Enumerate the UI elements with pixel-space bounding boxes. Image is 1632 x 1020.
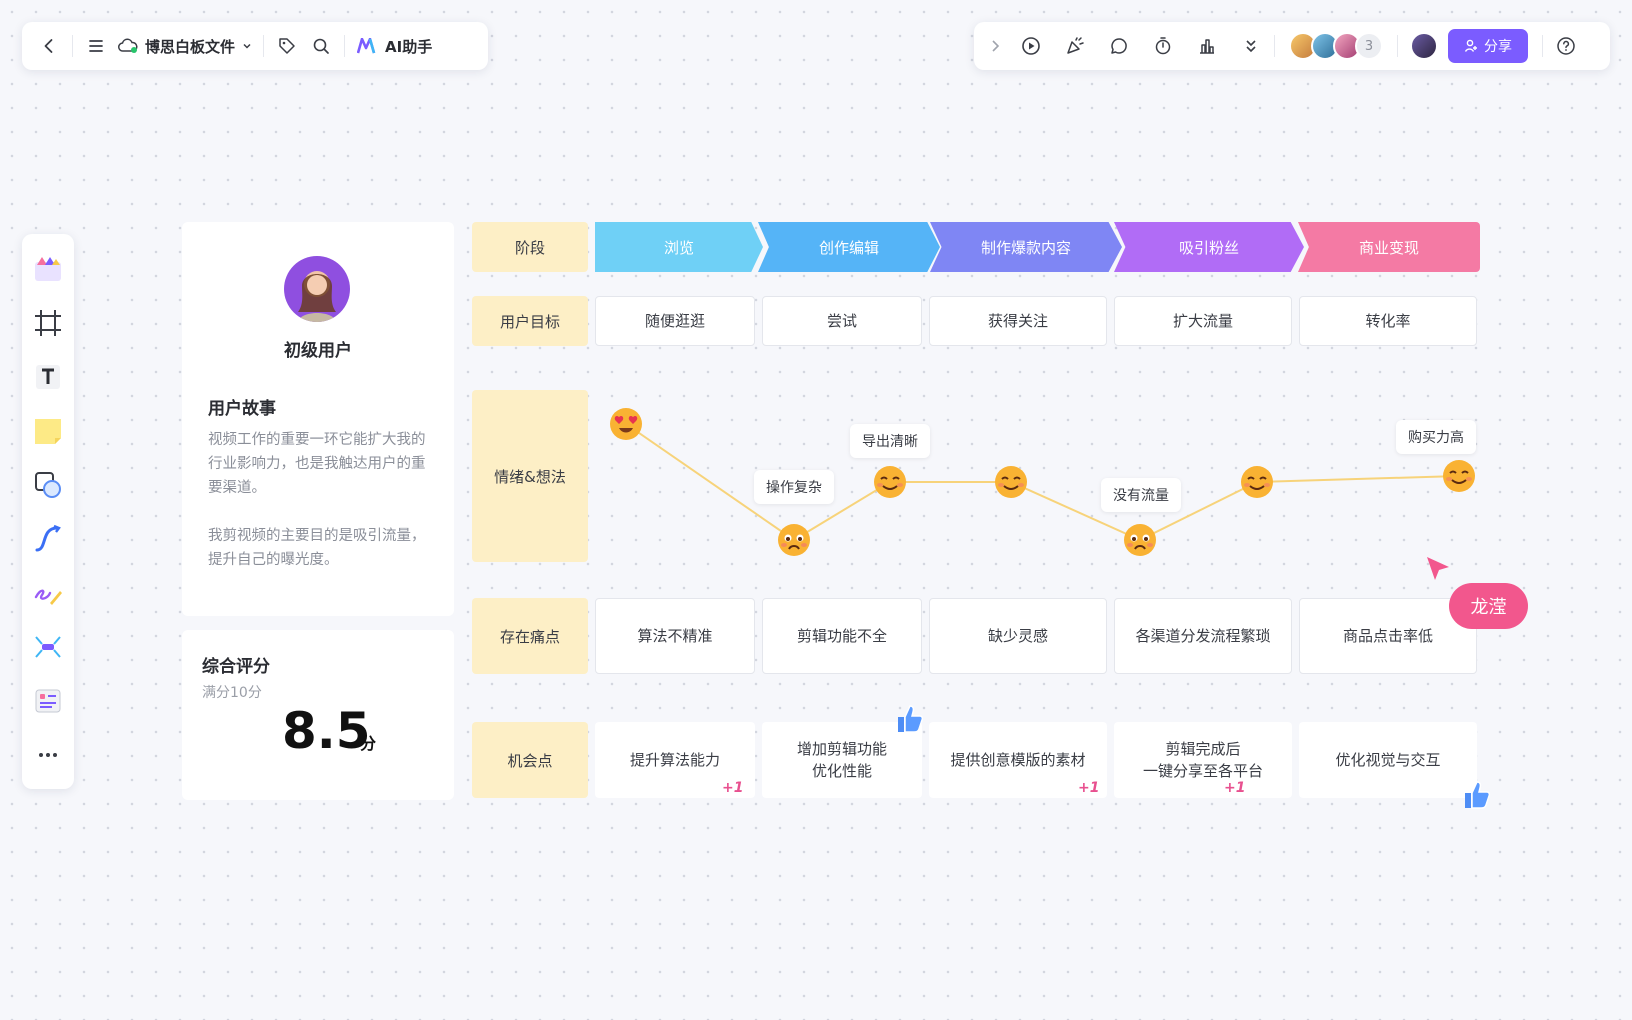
collaborator-count: 3 <box>1355 32 1383 60</box>
thumbs-up-icon <box>1465 781 1491 809</box>
emotion-note[interactable]: 购买力高 <box>1396 420 1476 454</box>
divider <box>263 35 265 57</box>
cloud-icon <box>118 38 138 53</box>
share-label: 分享 <box>1484 39 1512 55</box>
divider <box>72 35 73 57</box>
left-toolbar <box>22 234 74 789</box>
pain-cell[interactable]: 算法不精准 <box>595 598 755 674</box>
help-icon[interactable] <box>1549 29 1583 63</box>
goal-cell[interactable]: 扩大流量 <box>1114 296 1292 346</box>
emotion-note[interactable]: 没有流量 <box>1101 478 1181 512</box>
frame-icon[interactable] <box>28 303 68 343</box>
persona-card: 初级用户 用户故事 视频工作的重要一环它能扩大我的行业影响力，也是我触达用户的重… <box>182 222 454 616</box>
cursor-user-label: 龙滢 <box>1449 583 1528 629</box>
row-label-stage: 阶段 <box>472 222 588 272</box>
emotion-note[interactable]: 导出清晰 <box>850 424 930 458</box>
story-paragraph: 我剪视频的主要目的是吸引流量，提升自己的曝光度。 <box>208 528 426 568</box>
stage-arrow[interactable]: 创作编辑 <box>758 222 940 272</box>
sticky-note-icon[interactable] <box>28 411 68 451</box>
love-eyes-emoji-icon <box>610 408 642 440</box>
stage-arrow[interactable]: 吸引粉丝 <box>1114 222 1304 272</box>
menu-icon[interactable] <box>79 29 113 63</box>
search-icon[interactable] <box>304 29 338 63</box>
back-icon[interactable] <box>32 29 66 63</box>
score-subtitle: 满分10分 <box>202 685 262 701</box>
comment-icon[interactable] <box>1102 29 1136 63</box>
document-name: 博思白板文件 <box>145 37 236 56</box>
ai-logo-icon <box>357 38 376 54</box>
row-label-goal: 用户目标 <box>472 296 588 346</box>
document-name-dropdown[interactable]: 博思白板文件 <box>117 36 253 57</box>
divider <box>1542 35 1543 57</box>
row-label-opportunity: 机会点 <box>472 722 588 798</box>
score-card: 综合评分 满分10分 8.5 分 <box>182 630 454 800</box>
pen-icon[interactable] <box>28 573 68 613</box>
row-label-pain: 存在痛点 <box>472 598 588 674</box>
story-title: 用户故事 <box>208 399 276 419</box>
thumbs-up-icon <box>898 705 924 733</box>
smile-emoji-icon <box>995 466 1027 498</box>
pain-cell[interactable]: 各渠道分发流程繁琐 <box>1114 598 1292 674</box>
share-button[interactable]: 分享 <box>1448 29 1528 63</box>
smile-emoji-icon <box>1443 460 1475 492</box>
opportunity-cell[interactable]: 增加剪辑功能 优化性能 <box>762 722 922 798</box>
mindmap-icon[interactable] <box>28 627 68 667</box>
score-unit: 分 <box>360 734 377 753</box>
pain-cell[interactable]: 剪辑功能不全 <box>762 598 922 674</box>
divider <box>1397 35 1398 57</box>
pain-cell[interactable]: 缺少灵感 <box>929 598 1107 674</box>
vote-chart-icon[interactable] <box>1190 29 1224 63</box>
more-icon[interactable] <box>28 735 68 775</box>
goal-cell[interactable]: 尝试 <box>762 296 922 346</box>
shapes-icon[interactable] <box>28 465 68 505</box>
chevron-down-icon <box>243 43 251 49</box>
opportunity-cell[interactable]: 提升算法能力 <box>595 722 755 798</box>
ai-assistant-button[interactable]: AI助手 <box>357 36 432 57</box>
divider <box>344 35 346 57</box>
persona-avatar <box>284 256 350 322</box>
divider <box>1274 35 1275 57</box>
current-user-avatar[interactable] <box>1410 32 1438 60</box>
timer-icon[interactable] <box>1146 29 1180 63</box>
row-label-emotion: 情绪&想法 <box>472 390 588 562</box>
persona-name: 初级用户 <box>284 341 352 361</box>
template-icon[interactable] <box>28 249 68 289</box>
goal-cell[interactable]: 获得关注 <box>929 296 1107 346</box>
worried-emoji-icon <box>1124 524 1156 556</box>
cursor-pointer-icon <box>1427 557 1449 580</box>
celebrate-icon[interactable] <box>1058 29 1092 63</box>
stage-arrow[interactable]: 制作爆款内容 <box>930 222 1122 272</box>
pain-cell[interactable]: 商品点击率低 <box>1299 598 1477 674</box>
stage-arrow[interactable]: 浏览 <box>595 222 763 272</box>
opportunity-cell[interactable]: 提供创意模版的素材 <box>929 722 1107 798</box>
worried-emoji-icon <box>778 524 810 556</box>
score-value: 8.5 <box>282 702 371 760</box>
plus-one-badge: +1 <box>722 780 744 796</box>
opportunity-cell[interactable]: 优化视觉与交互 <box>1299 722 1477 798</box>
score-title: 综合评分 <box>202 657 270 677</box>
add-user-icon <box>1464 39 1477 52</box>
chevron-right-icon[interactable] <box>984 29 1006 63</box>
present-play-icon[interactable] <box>1014 29 1048 63</box>
goal-cell[interactable]: 随便逛逛 <box>595 296 755 346</box>
plus-one-badge: +1 <box>1224 780 1246 796</box>
emotion-note[interactable]: 操作复杂 <box>754 470 834 504</box>
top-left-toolbar: 博思白板文件 AI助手 <box>22 22 488 70</box>
stage-arrow[interactable]: 商业变现 <box>1298 222 1480 272</box>
table-card-icon[interactable] <box>28 681 68 721</box>
text-icon[interactable] <box>28 357 68 397</box>
goal-cell[interactable]: 转化率 <box>1299 296 1477 346</box>
ai-assistant-label: AI助手 <box>385 37 433 56</box>
connector-icon[interactable] <box>28 519 68 559</box>
double-chevron-down-icon[interactable] <box>1234 29 1268 63</box>
top-right-toolbar: 3 分享 <box>974 22 1610 70</box>
plus-one-badge: +1 <box>1078 780 1100 796</box>
opportunity-cell[interactable]: 剪辑完成后 一键分享至各平台 <box>1114 722 1292 798</box>
tag-icon[interactable] <box>270 29 304 63</box>
smile-emoji-icon <box>874 466 906 498</box>
story-paragraph: 视频工作的重要一环它能扩大我的行业影响力，也是我触达用户的重要渠道。 <box>208 432 426 496</box>
smile-emoji-icon <box>1241 466 1273 498</box>
collaborator-avatars[interactable]: 3 <box>1289 32 1383 60</box>
